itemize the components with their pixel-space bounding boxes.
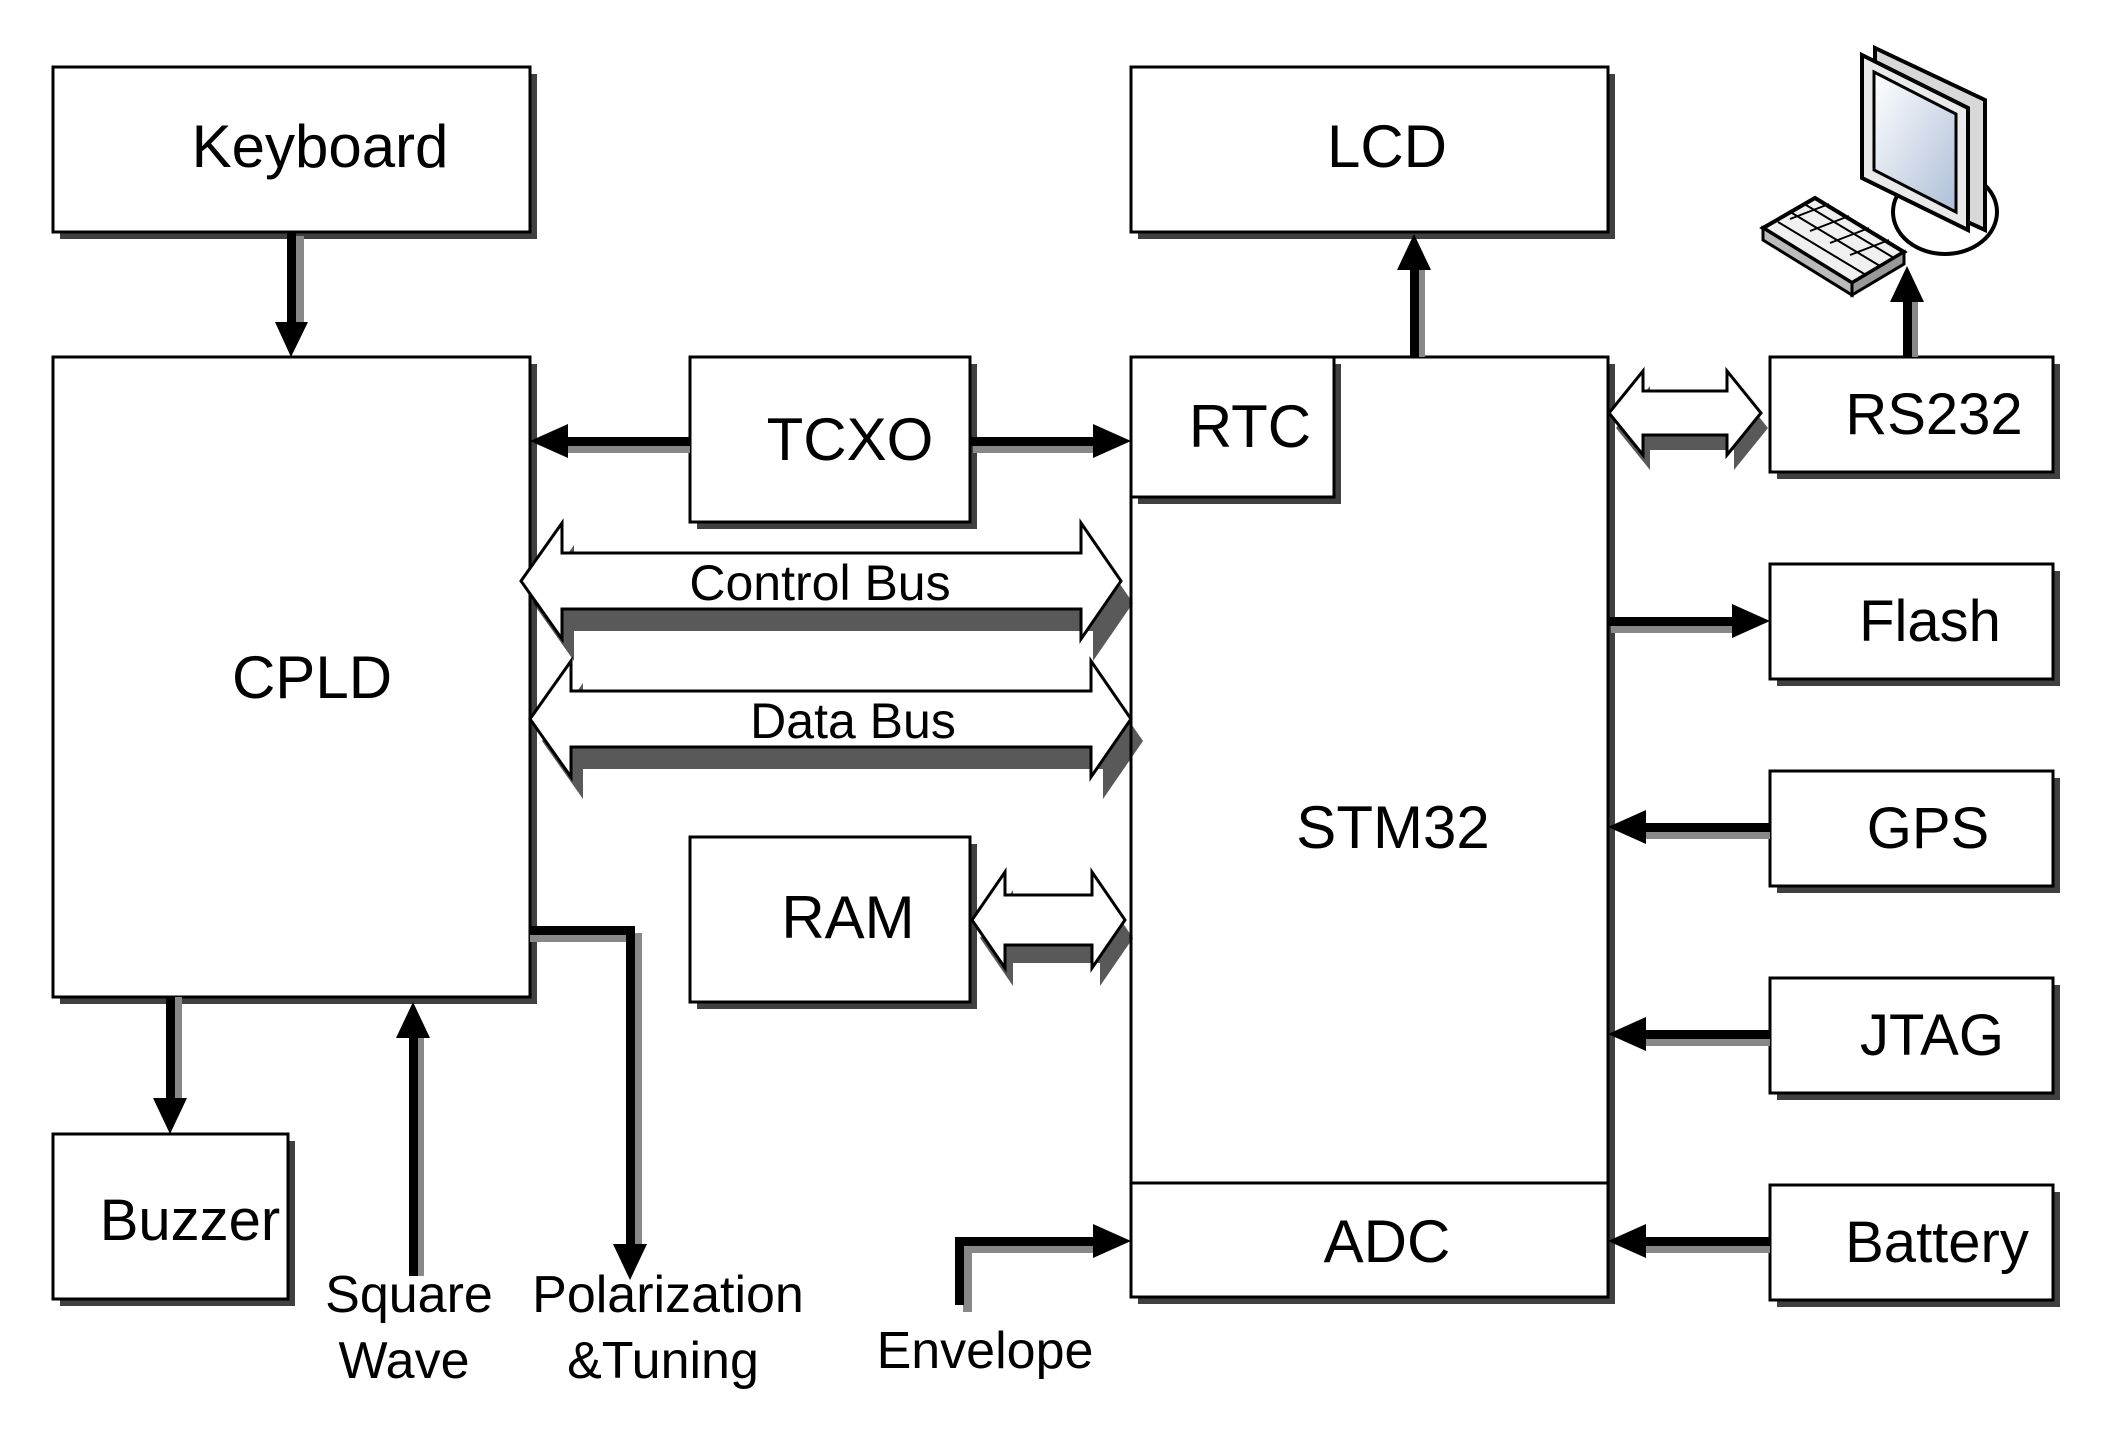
adc-block: ADC [1131, 1181, 1608, 1275]
control-bus-label: Control Bus [689, 555, 950, 611]
data-bus-arrow: Data Bus [528, 656, 1143, 799]
jtag-block: JTAG [1768, 976, 2060, 1100]
flash-label: Flash [1859, 589, 2001, 654]
control-bus-arrow: Control Bus [519, 518, 1133, 661]
flash-block: Flash [1768, 562, 2060, 686]
tcxo-block: TCXO [688, 355, 977, 529]
cpld-label: CPLD [232, 644, 392, 711]
ram-label: RAM [781, 884, 914, 951]
rtc-label: RTC [1189, 393, 1311, 460]
stm32-block: STM32 [1129, 355, 1615, 1304]
computer-icon [1759, 44, 1999, 298]
stm32-rs232-bus-arrow [1607, 366, 1768, 470]
arrow-jtag-to-stm32 [1608, 1017, 1770, 1051]
rtc-block: RTC [1129, 355, 1341, 504]
arrow-tcxo-to-cpld [530, 424, 690, 458]
tcxo-label: TCXO [767, 406, 934, 473]
arrow-cpld-to-polarization [530, 926, 647, 1280]
arrow-cpld-to-buzzer [153, 997, 187, 1134]
cpld-block: CPLD [51, 355, 537, 1004]
arrow-stm32-to-lcd [1397, 234, 1431, 357]
gps-block: GPS [1768, 769, 2060, 893]
arrow-tcxo-to-rtc [970, 424, 1131, 458]
keyboard-block: Keyboard [51, 65, 537, 239]
polarization-label-line1: Polarization [532, 1266, 804, 1324]
rs232-label: RS232 [1845, 382, 2022, 447]
arrow-gps-to-stm32 [1608, 810, 1770, 844]
square-wave-label-line2: Wave [339, 1332, 470, 1390]
data-bus-label: Data Bus [750, 693, 956, 749]
ram-block: RAM [688, 835, 977, 1009]
buzzer-block: Buzzer [51, 1132, 295, 1306]
envelope-label: Envelope [877, 1322, 1094, 1380]
rs232-block: RS232 [1768, 355, 2060, 479]
keyboard-label: Keyboard [192, 113, 449, 180]
polarization-label-line2: &Tuning [567, 1332, 759, 1390]
square-wave-label-line1: Square [325, 1266, 493, 1324]
buzzer-label: Buzzer [100, 1188, 281, 1253]
jtag-label: JTAG [1860, 1003, 2004, 1068]
ram-stm32-bus-arrow [970, 867, 1133, 986]
arrow-keyboard-to-cpld [275, 232, 308, 357]
gps-label: GPS [1867, 796, 1990, 861]
stm32-label: STM32 [1296, 794, 1489, 861]
adc-label: ADC [1324, 1208, 1451, 1275]
battery-block: Battery [1768, 1183, 2060, 1307]
arrow-square-wave-to-cpld [396, 1002, 430, 1276]
arrow-battery-to-adc [1608, 1224, 1770, 1258]
arrow-envelope-to-adc [955, 1224, 1131, 1312]
arrow-stm32-to-flash [1608, 604, 1770, 638]
battery-label: Battery [1845, 1210, 2029, 1275]
lcd-block: LCD [1129, 65, 1615, 239]
lcd-label: LCD [1327, 113, 1447, 180]
arrow-rs232-to-computer [1890, 266, 1924, 357]
